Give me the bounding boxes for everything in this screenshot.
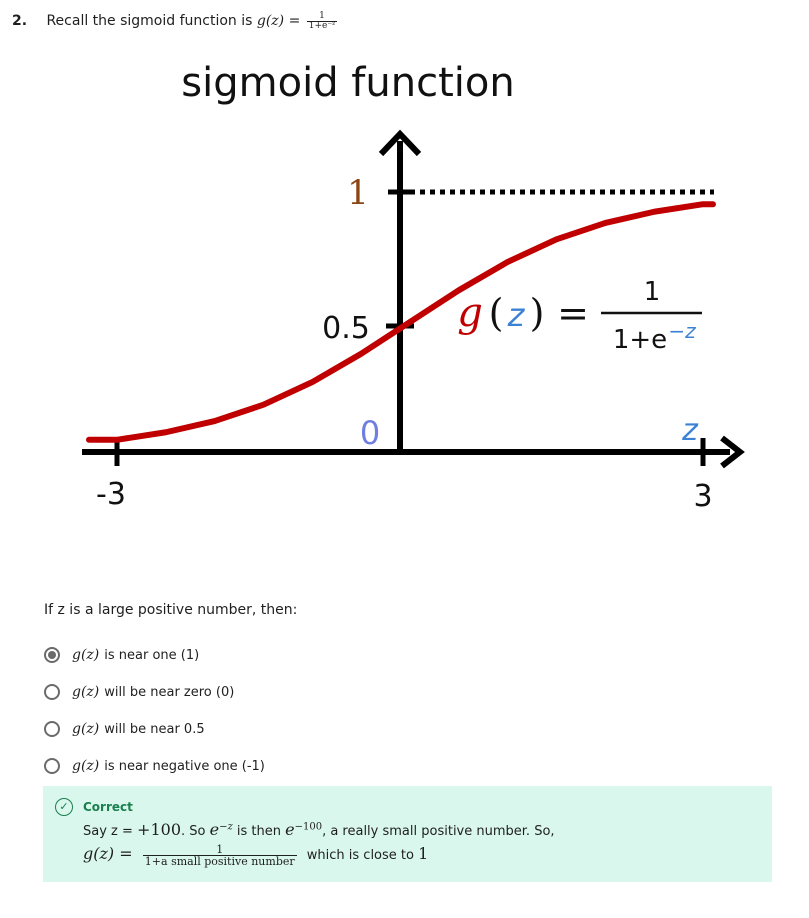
- feedback-text: Say z =: [83, 824, 133, 839]
- feedback-math-exponent: −100: [294, 821, 323, 833]
- feedback-text: is then: [236, 824, 281, 839]
- question-number: 2.: [12, 13, 28, 29]
- feedback-math-e: e: [285, 820, 295, 839]
- figure-title: sigmoid function: [181, 60, 514, 106]
- option-math: g(z): [72, 757, 100, 774]
- feedback-value: +100: [137, 820, 181, 839]
- y-axis-arrow: [378, 129, 422, 157]
- option-label: is near one (1): [104, 647, 200, 663]
- feedback-math-exponent: −z: [219, 821, 233, 833]
- feedback-status: Correct: [83, 800, 133, 814]
- option-label: will be near 0.5: [104, 721, 205, 737]
- feedback-fraction-numerator: 1: [216, 843, 224, 856]
- feedback-text: , a really small positive number. So,: [322, 824, 555, 839]
- eq-denominator: 1+e: [613, 325, 667, 355]
- eq-z: z: [507, 296, 526, 334]
- feedback-text: . So: [181, 824, 206, 839]
- feedback-value: 1: [418, 844, 429, 863]
- feedback-explanation-line1: Say z = +100. So e−z is then e−100, a re…: [83, 820, 555, 839]
- x-axis-arrow: [720, 435, 745, 469]
- eq-paren-close: ): [530, 291, 545, 335]
- eq-g: g: [457, 290, 483, 336]
- option-math: g(z): [72, 646, 100, 663]
- feedback-panel: ✓ Correct Say z = +100. So e−z is then e…: [43, 786, 772, 882]
- question-prompt: If z is a large positive number, then:: [44, 602, 298, 618]
- option-label: will be near zero (0): [104, 684, 235, 700]
- option-math: g(z): [72, 683, 100, 700]
- option-math: g(z): [72, 720, 100, 737]
- radio-button[interactable]: [44, 683, 60, 700]
- feedback-explanation-line2: g(z) = 1 1+a small positive number which…: [83, 844, 428, 867]
- answer-options: g(z)is near one (1) g(z)will be near zer…: [44, 636, 265, 784]
- check-circle-icon: ✓: [55, 798, 73, 816]
- question-formula-fraction: 1 1+e⁻ᶻ: [306, 10, 338, 31]
- tick-label-y-half: 0.5: [322, 311, 370, 346]
- radio-button-selected[interactable]: [44, 646, 60, 663]
- question-header: 2. Recall the sigmoid function is g(z) =…: [12, 10, 339, 32]
- option-near-zero[interactable]: g(z)will be near zero (0): [44, 673, 265, 710]
- question-formula-equals: =: [288, 13, 301, 29]
- question-formula-lhs: g(z): [256, 13, 285, 29]
- radio-button[interactable]: [44, 720, 60, 737]
- tick-label-x-pos: 3: [693, 479, 712, 514]
- sigmoid-figure: sigmoid function 1 0.5 0 -3 3 z g ( z ) …: [82, 60, 745, 514]
- question-text: Recall the sigmoid function is: [46, 13, 253, 29]
- feedback-text: which is close to: [306, 848, 414, 863]
- option-label: is near negative one (-1): [104, 758, 265, 774]
- feedback-fraction: 1 1+a small positive number: [142, 843, 297, 868]
- feedback-math-e: e: [209, 820, 220, 839]
- tick-label-y-zero: 0: [360, 414, 380, 452]
- tick-label-x-neg: -3: [96, 477, 126, 512]
- radio-button[interactable]: [44, 757, 60, 774]
- option-near-negative-one[interactable]: g(z)is near negative one (-1): [44, 747, 265, 784]
- eq-numerator: 1: [644, 277, 661, 307]
- x-axis-label: z: [681, 413, 699, 448]
- question-formula-numerator: 1: [319, 10, 325, 21]
- question-formula-denominator: 1+e⁻ᶻ: [306, 20, 338, 31]
- tick-label-y-one: 1: [347, 173, 369, 213]
- feedback-fraction-denominator: 1+a small positive number: [142, 855, 297, 868]
- option-near-one[interactable]: g(z)is near one (1): [44, 636, 265, 673]
- eq-equals: =: [557, 291, 589, 335]
- eq-paren-open: (: [489, 291, 504, 335]
- feedback-math-lhs: g(z) =: [83, 844, 133, 863]
- eq-denominator-exponent: −z: [668, 319, 696, 343]
- option-near-half[interactable]: g(z)will be near 0.5: [44, 710, 265, 747]
- sigmoid-equation: g ( z ) = 1 1+e −z: [457, 277, 702, 355]
- sigmoid-curve: [86, 201, 716, 443]
